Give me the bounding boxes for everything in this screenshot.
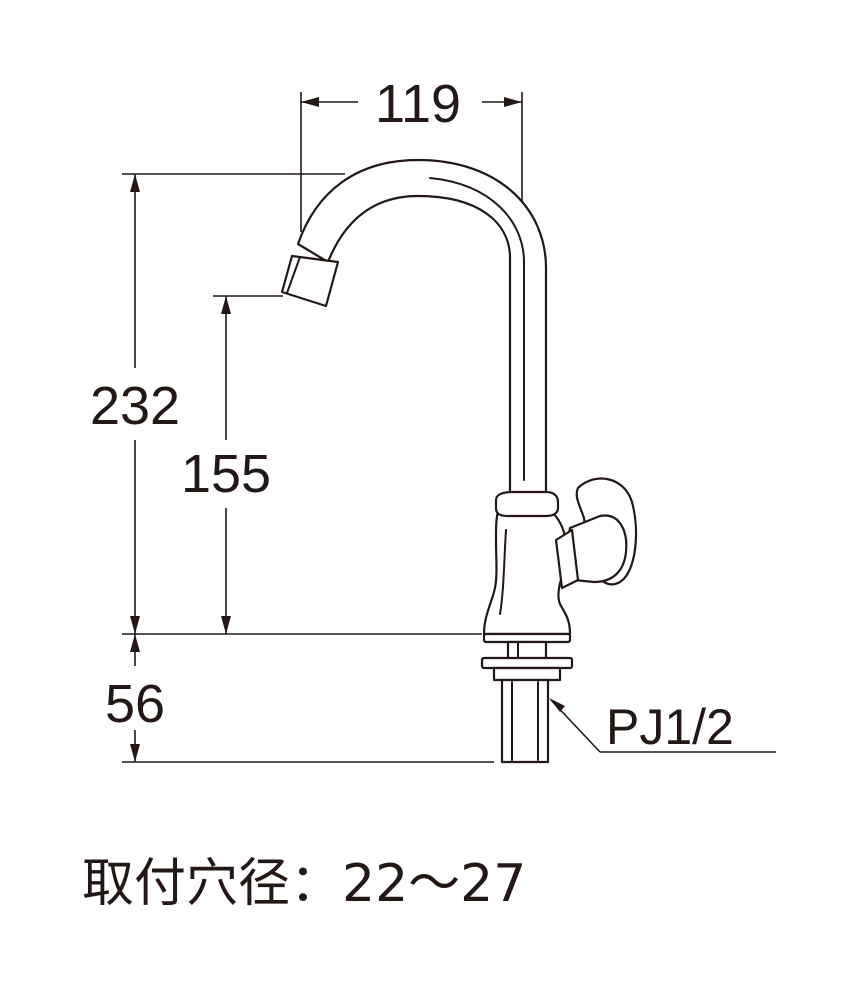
gooseneck-spout: [296, 158, 548, 498]
handle-hub: [554, 528, 580, 590]
mounting-hole-diameter-caption: 取付穴径：22～27: [82, 854, 527, 914]
dimension-label-spout-height: 155: [181, 444, 271, 504]
dimension-label-spout-reach: 119: [375, 74, 461, 134]
dimension-label-base-height: 56: [105, 674, 165, 734]
thread-callout: PJ1/2: [549, 698, 776, 755]
aerator-ring: [286, 256, 301, 294]
base-flange: [482, 632, 572, 644]
threaded-shank: [500, 678, 550, 764]
spout-highlight: [429, 177, 525, 481]
lock-nut: [480, 656, 574, 670]
valve-body-highlight: [499, 529, 507, 615]
dimension-spout-height: 155: [181, 295, 283, 634]
faucet: [280, 158, 638, 764]
dimension-spout-reach: 119: [300, 74, 523, 232]
dimension-label-total-height: 232: [90, 376, 180, 436]
collar-ring: [494, 490, 560, 518]
thread-spec-label: PJ1/2: [606, 699, 734, 755]
valve-body: [482, 510, 572, 636]
dimension-base-height: 56: [105, 634, 494, 763]
dimension-total-height: 232: [90, 173, 345, 634]
washer: [492, 666, 562, 682]
